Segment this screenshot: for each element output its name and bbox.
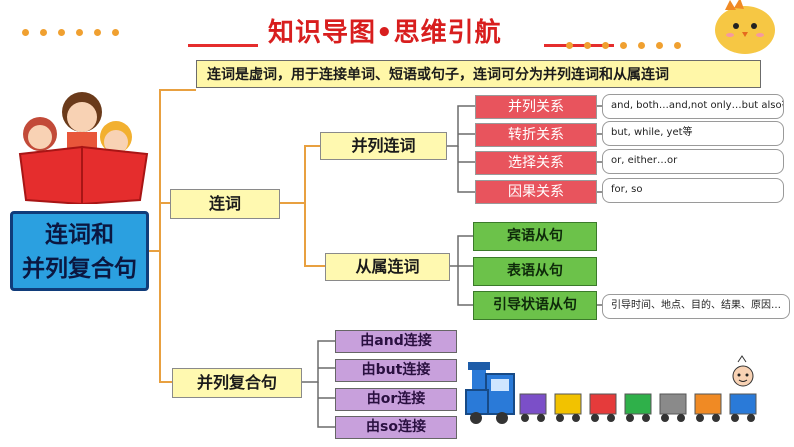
dot-row-right [566, 34, 692, 53]
root-node: 连词和 并列复合句 [10, 211, 149, 291]
coord-relation-box: 因果关系 [475, 180, 597, 204]
node-binglie-fuhe: 并列复合句 [172, 368, 302, 398]
coord-relation-box: 并列关系 [475, 95, 597, 119]
title-bar-right [544, 44, 614, 47]
family-reading-illustration [18, 92, 149, 204]
root-line-1: 连词和 [45, 222, 114, 248]
node-lianci: 连词 [170, 189, 280, 219]
subordinate-clause-box: 表语从句 [473, 257, 597, 286]
root-line-2: 并列复合句 [22, 256, 137, 282]
page-title: 知识导图•思维引航 [268, 18, 502, 48]
subordinate-clause-box: 引导状语从句 [473, 291, 597, 320]
yellow-bird-illustration [715, 0, 775, 54]
compound-connector-box: 由so连接 [335, 416, 457, 439]
adverbial-example-note: 引导时间、地点、目的、结果、原因… [602, 294, 790, 319]
dot-row-left [22, 21, 130, 40]
coord-example-note: for, so [602, 178, 784, 203]
toy-train-illustration [465, 355, 757, 424]
coord-relation-box: 选择关系 [475, 151, 597, 175]
node-binglie-lianci: 并列连词 [320, 132, 447, 160]
node-congshu-lianci: 从属连词 [325, 253, 450, 281]
definition-banner: 连词是虚词，用于连接单词、短语或句子，连词可分为并列连词和从属连词 [196, 60, 761, 88]
coord-example-note: and, both…and,not only…but also等 [602, 94, 784, 119]
coord-example-note: or, either…or [602, 149, 784, 174]
coord-example-note: but, while, yet等 [602, 121, 784, 146]
coord-relation-box: 转折关系 [475, 123, 597, 147]
compound-connector-box: 由or连接 [335, 388, 457, 411]
title-bar-left [188, 44, 258, 47]
compound-connector-box: 由and连接 [335, 330, 457, 353]
compound-connector-box: 由but连接 [335, 359, 457, 382]
subordinate-clause-box: 宾语从句 [473, 222, 597, 251]
